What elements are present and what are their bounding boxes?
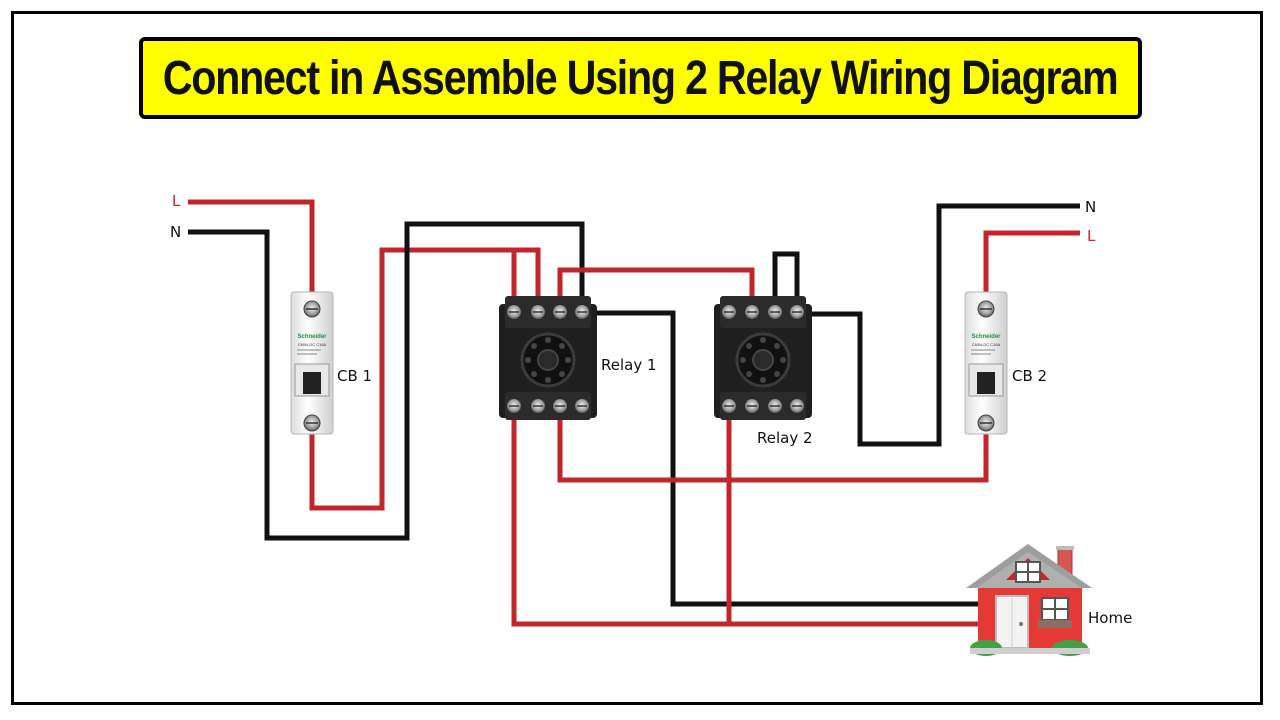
wire-relay1-to-home-neutral (582, 310, 980, 607)
page-title: Connect in Assemble Using 2 Relay Wiring… (163, 51, 1119, 105)
circuit-breaker-1[interactable]: Schneider C60N-DC C16A (290, 291, 334, 435)
breaker-model: C60N-DC C16A (298, 342, 327, 347)
right-neutral-label: N (1085, 198, 1096, 216)
wire-relay2-jumper (772, 251, 800, 312)
wire-right-live-in (983, 230, 1080, 308)
wire-left-live-in (188, 199, 315, 308)
wires (188, 199, 1080, 627)
wire-relay1-pin2 (514, 247, 541, 312)
breaker-2-label: CB 2 (1012, 367, 1047, 385)
top-terminals (722, 305, 804, 319)
breaker-brand: Schneider (971, 334, 1001, 340)
wire-relay-link-red (557, 267, 755, 312)
wire-relay1-to-cb2 (557, 410, 989, 483)
home-label: Home (1088, 609, 1132, 627)
wire-left-neutral (188, 221, 585, 541)
circuit-breaker-2[interactable]: Schneider C60N-DC C16A (964, 291, 1008, 435)
breaker-brand: Schneider (297, 334, 327, 340)
breaker-model: C60N-DC C16A (972, 342, 1001, 347)
left-neutral-label: N (170, 223, 181, 241)
diagram-frame (11, 11, 1263, 705)
wire-relay1-to-home-live (511, 410, 980, 627)
relay-2-label: Relay 2 (757, 429, 813, 447)
top-terminals (507, 305, 589, 319)
breaker-toggle[interactable] (303, 372, 321, 394)
wire-right-neutral (797, 203, 1080, 447)
title-banner: Connect in Assemble Using 2 Relay Wiring… (139, 37, 1142, 119)
relay-1-socket[interactable] (499, 296, 597, 420)
breaker-toggle[interactable] (977, 372, 995, 394)
bottom-terminals (507, 399, 589, 413)
home-icon[interactable] (966, 544, 1092, 656)
wire-cb1-out (309, 247, 517, 511)
relay-1-label: Relay 1 (601, 356, 657, 374)
right-live-label: L (1087, 227, 1096, 245)
breaker-1-label: CB 1 (337, 367, 372, 385)
left-live-label: L (172, 192, 181, 210)
relay-2-socket[interactable] (714, 296, 812, 420)
bottom-terminals (722, 399, 804, 413)
